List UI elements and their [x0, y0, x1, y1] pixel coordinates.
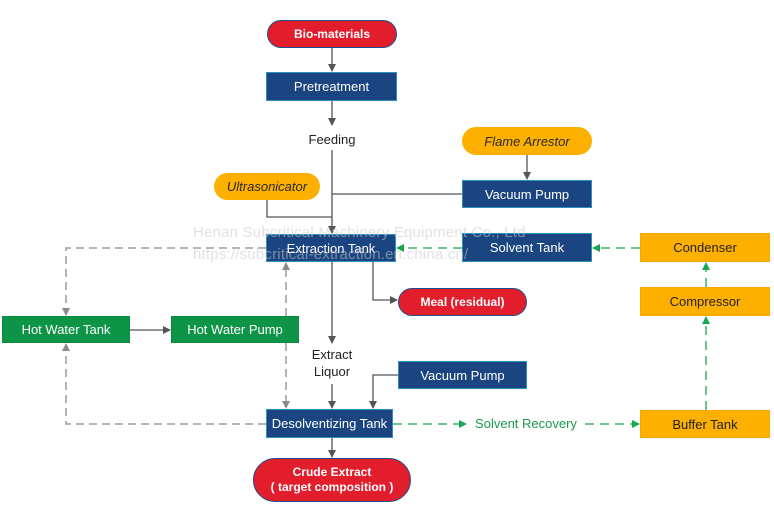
meal-label: Meal (residual) — [420, 294, 505, 309]
edge-ultrasonicator-to-feed — [266, 200, 332, 218]
pretreatment-node: Pretreatment — [266, 72, 397, 101]
vacuum-pump-bottom-node: Vacuum Pump — [398, 361, 527, 389]
hot-water-tank-node: Hot Water Tank — [2, 316, 130, 343]
solvent-tank-label: Solvent Tank — [489, 240, 565, 255]
buffer-tank-label: Buffer Tank — [672, 416, 738, 432]
compressor-label: Compressor — [669, 294, 741, 309]
extraction-tank-label: Extraction Tank — [286, 240, 376, 256]
extract-liquor-line2: Liquor — [313, 364, 351, 379]
hot-water-pump-node: Hot Water Pump — [171, 316, 299, 343]
crude-extract-node: Crude Extract ( target composition ) — [253, 458, 411, 502]
bio-materials-label: Bio-materials — [293, 26, 371, 41]
vacuum-pump-top-node: Vacuum Pump — [462, 180, 592, 208]
vacuum-pump-top-label: Vacuum Pump — [484, 186, 570, 202]
buffer-tank-node: Buffer Tank — [640, 410, 770, 438]
bio-materials-node: Bio-materials — [267, 20, 397, 48]
hot-water-pump-label: Hot Water Pump — [187, 322, 283, 337]
compressor-node: Compressor — [640, 287, 770, 316]
flame-arrestor-label: Flame Arrestor — [484, 133, 570, 149]
edge-vacuum-bottom-to-desolventizing — [369, 374, 398, 409]
meal-node: Meal (residual) — [398, 288, 527, 316]
extract-liquor-label: Extract Liquor — [292, 346, 372, 380]
desolventizing-tank-label: Desolventizing Tank — [271, 416, 388, 431]
condenser-label: Condenser — [673, 240, 737, 255]
ultrasonicator-node: Ultrasonicator — [214, 173, 320, 200]
desolventizing-tank-node: Desolventizing Tank — [266, 409, 393, 438]
solvent-recovery-label: Solvent Recovery — [475, 416, 577, 431]
solvent-tank-node: Solvent Tank — [462, 233, 592, 262]
extract-liquor-line1: Extract — [311, 347, 353, 362]
feeding-label: Feeding — [308, 132, 356, 147]
extraction-tank-node: Extraction Tank — [266, 234, 396, 262]
edge-extraction-to-hotwatertank — [62, 247, 266, 316]
ultrasonicator-label: Ultrasonicator — [226, 179, 308, 194]
pretreatment-label: Pretreatment — [293, 79, 370, 94]
flame-arrestor-node: Flame Arrestor — [462, 127, 592, 155]
edge-desolventizing-to-hotwatertank — [62, 343, 266, 425]
edge-extraction-to-meal — [372, 262, 398, 304]
hot-water-tank-label: Hot Water Tank — [21, 322, 111, 337]
crude-extract-line2: ( target composition ) — [270, 480, 394, 494]
vacuum-pump-bottom-label: Vacuum Pump — [420, 367, 505, 383]
crude-extract-line1: Crude Extract — [292, 465, 372, 479]
condenser-node: Condenser — [640, 233, 770, 262]
